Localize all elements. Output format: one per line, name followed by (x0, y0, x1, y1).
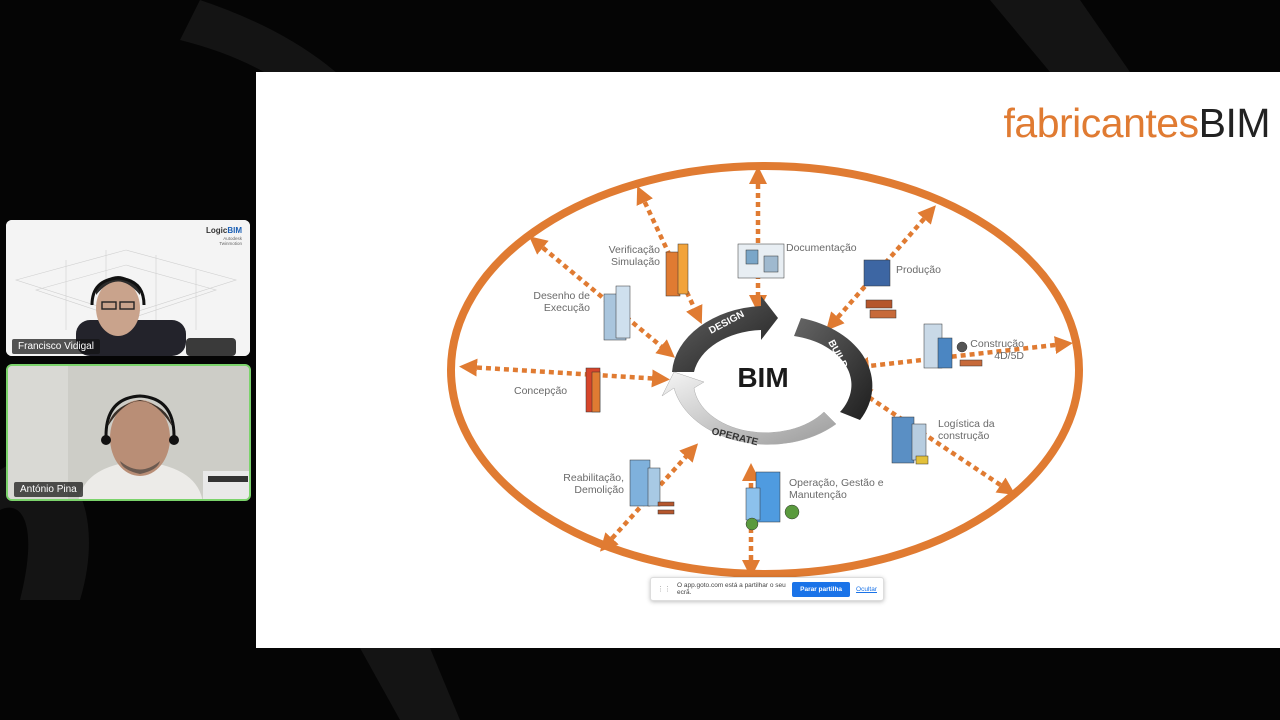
bim-center-label: BIM (737, 362, 788, 393)
participant-tile-francisco[interactable]: LogicBIM Autodesk Twinmotion Francisco V… (6, 220, 250, 356)
participant-tile-antonio[interactable]: António Pina (6, 364, 251, 501)
design-segment (672, 296, 778, 372)
arrow-logistica (853, 387, 1016, 495)
label-documentacao: Documentação (786, 242, 857, 254)
company-logo: LogicBIM Autodesk Twinmotion (205, 226, 242, 246)
label-reabilitacao: Reabilitação,Demolição (563, 472, 624, 496)
bim-lifecycle-diagram: DESIGN BUILD OPERATE BIM (447, 162, 1083, 578)
hide-link[interactable]: Ocultar (856, 585, 877, 593)
drag-handle-icon[interactable]: ⋮⋮ (657, 586, 671, 593)
participant-video (8, 366, 249, 499)
stop-sharing-button[interactable]: Parar partilha (792, 581, 851, 597)
label-concepcao: Concepção (514, 385, 568, 397)
screen-share-notification: ⋮⋮ O app.goto.com está a partilhar o seu… (650, 577, 884, 601)
operate-segment (661, 371, 837, 445)
share-message: O app.goto.com está a partilhar o seu ec… (677, 582, 786, 596)
participant-video (6, 220, 250, 356)
arrow-construcao (851, 336, 1073, 375)
arrow-concepcao (459, 358, 670, 388)
participant-name: António Pina (14, 482, 83, 497)
shared-screen-slide: fabricantesBIM (256, 72, 1280, 648)
brand-logo: fabricantesBIM (1003, 100, 1271, 146)
label-producao: Produção (896, 264, 941, 276)
participant-name: Francisco Vidigal (12, 339, 100, 354)
build-segment (794, 318, 873, 420)
arrow-desenho (529, 236, 675, 358)
building-icons (585, 243, 983, 531)
bim-cycle-ring (661, 296, 873, 445)
